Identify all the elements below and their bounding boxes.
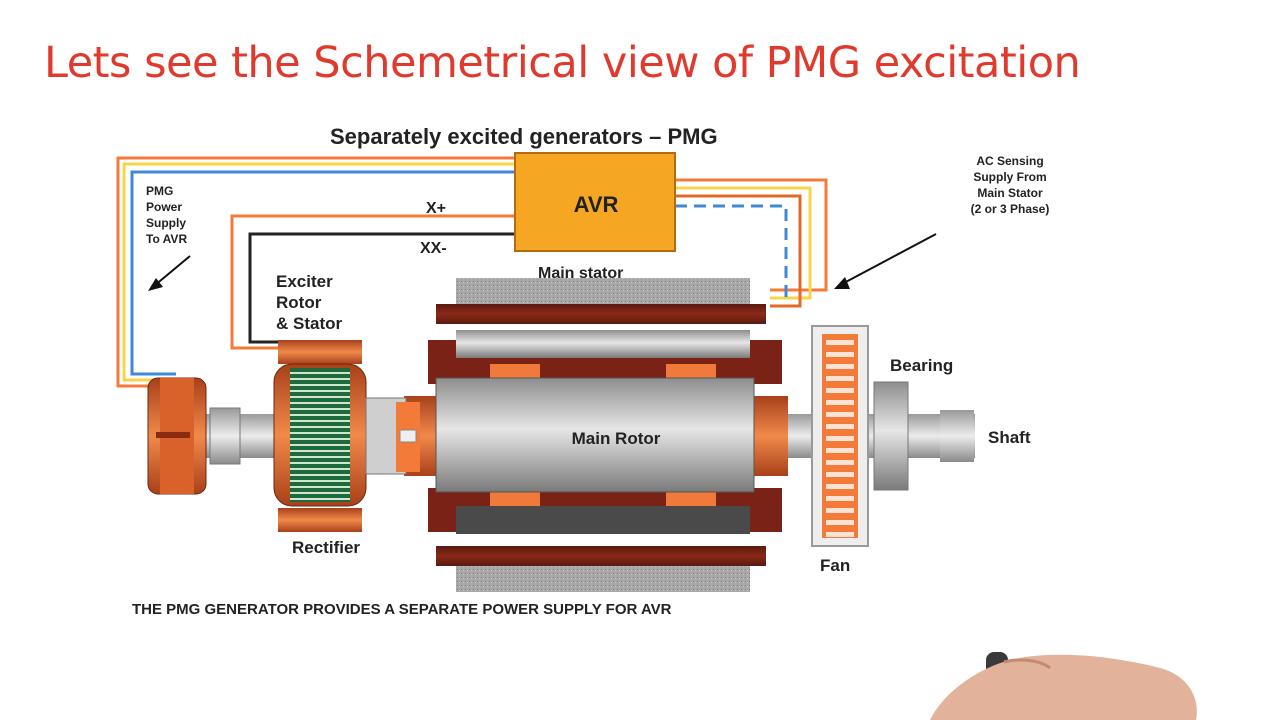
shaft-label: Shaft xyxy=(988,428,1031,447)
fan-blade xyxy=(826,352,854,357)
main-stator-top-bar xyxy=(436,304,766,324)
svg-text:Exciter: Exciter xyxy=(276,272,333,291)
diagram-caption: THE PMG GENERATOR PROVIDES A SEPARATE PO… xyxy=(132,601,672,618)
main-stator-label: Main stator xyxy=(538,265,623,282)
main-rotor xyxy=(435,377,755,493)
fan-blade xyxy=(826,508,854,513)
main-stator-bottom-bar xyxy=(436,546,766,566)
exciter-wires xyxy=(230,214,515,350)
svg-text:AC Sensing: AC Sensing xyxy=(976,154,1043,168)
stator-lamination-lower xyxy=(456,506,750,534)
fan-blade xyxy=(826,484,854,489)
fan-blade xyxy=(826,472,854,477)
fan-blades xyxy=(826,340,854,537)
svg-text:(2 or 3 Phase): (2 or 3 Phase) xyxy=(971,202,1050,216)
shaft-end xyxy=(940,410,974,462)
svg-text:To AVR: To AVR xyxy=(146,232,187,246)
fan-blade xyxy=(826,364,854,369)
fan-blade xyxy=(826,532,854,537)
pmg-rotor xyxy=(147,377,241,495)
main-stator-bottom-core xyxy=(456,566,750,592)
pmg-arrow-icon xyxy=(148,255,191,291)
rectifier xyxy=(365,397,420,475)
stator-lamination-upper xyxy=(456,330,750,358)
exciter-rotor xyxy=(273,340,367,532)
fan-blade xyxy=(826,520,854,525)
rotor-winding-right xyxy=(752,396,788,476)
fan-blade xyxy=(826,448,854,453)
diagram-heading: Separately excited generators – PMG xyxy=(330,124,718,149)
svg-text:Main Stator: Main Stator xyxy=(977,186,1043,200)
coil-slot xyxy=(490,492,540,506)
svg-text:& Stator: & Stator xyxy=(276,314,343,333)
slide-title: Lets see the Schemetrical view of PMG ex… xyxy=(44,38,1081,88)
svg-text:PMG: PMG xyxy=(146,184,173,198)
bearing-label: Bearing xyxy=(890,356,953,375)
fan-blade xyxy=(826,340,854,345)
main-stator-top-core xyxy=(456,278,750,304)
coil-slot xyxy=(490,364,540,378)
hand-with-marker-icon xyxy=(930,652,1197,720)
fan-blade xyxy=(826,460,854,465)
fan-blade xyxy=(826,412,854,417)
svg-text:Supply From: Supply From xyxy=(973,170,1046,184)
fan-blade xyxy=(826,400,854,405)
fan-blade xyxy=(826,496,854,501)
pmg-supply-label: PMG Power Supply To AVR xyxy=(146,184,187,246)
exciter-label: Exciter Rotor & Stator xyxy=(276,272,343,333)
ac-sensing-wires xyxy=(675,178,828,308)
rectifier-label: Rectifier xyxy=(292,538,360,557)
svg-text:Power: Power xyxy=(146,200,182,214)
coil-slot xyxy=(666,364,716,378)
ac-sensing-label: AC Sensing Supply From Main Stator (2 or… xyxy=(971,154,1050,216)
bearing xyxy=(873,381,909,491)
fan-blade xyxy=(826,436,854,441)
xx-minus-label: XX- xyxy=(420,240,447,257)
svg-text:Supply: Supply xyxy=(146,216,186,230)
fan-label: Fan xyxy=(820,556,850,575)
svg-text:Rotor: Rotor xyxy=(276,293,322,312)
x-plus-label: X+ xyxy=(426,200,446,217)
fan-blade xyxy=(826,424,854,429)
fan-blade xyxy=(826,388,854,393)
avr-box xyxy=(514,152,676,252)
ac-sensing-arrow-icon xyxy=(834,233,937,289)
fan-blade xyxy=(826,376,854,381)
main-rotor-label: Main Rotor xyxy=(572,429,661,448)
pmg-supply-wires xyxy=(116,156,515,388)
coil-slot xyxy=(666,492,716,506)
avr-label: AVR xyxy=(574,192,619,217)
